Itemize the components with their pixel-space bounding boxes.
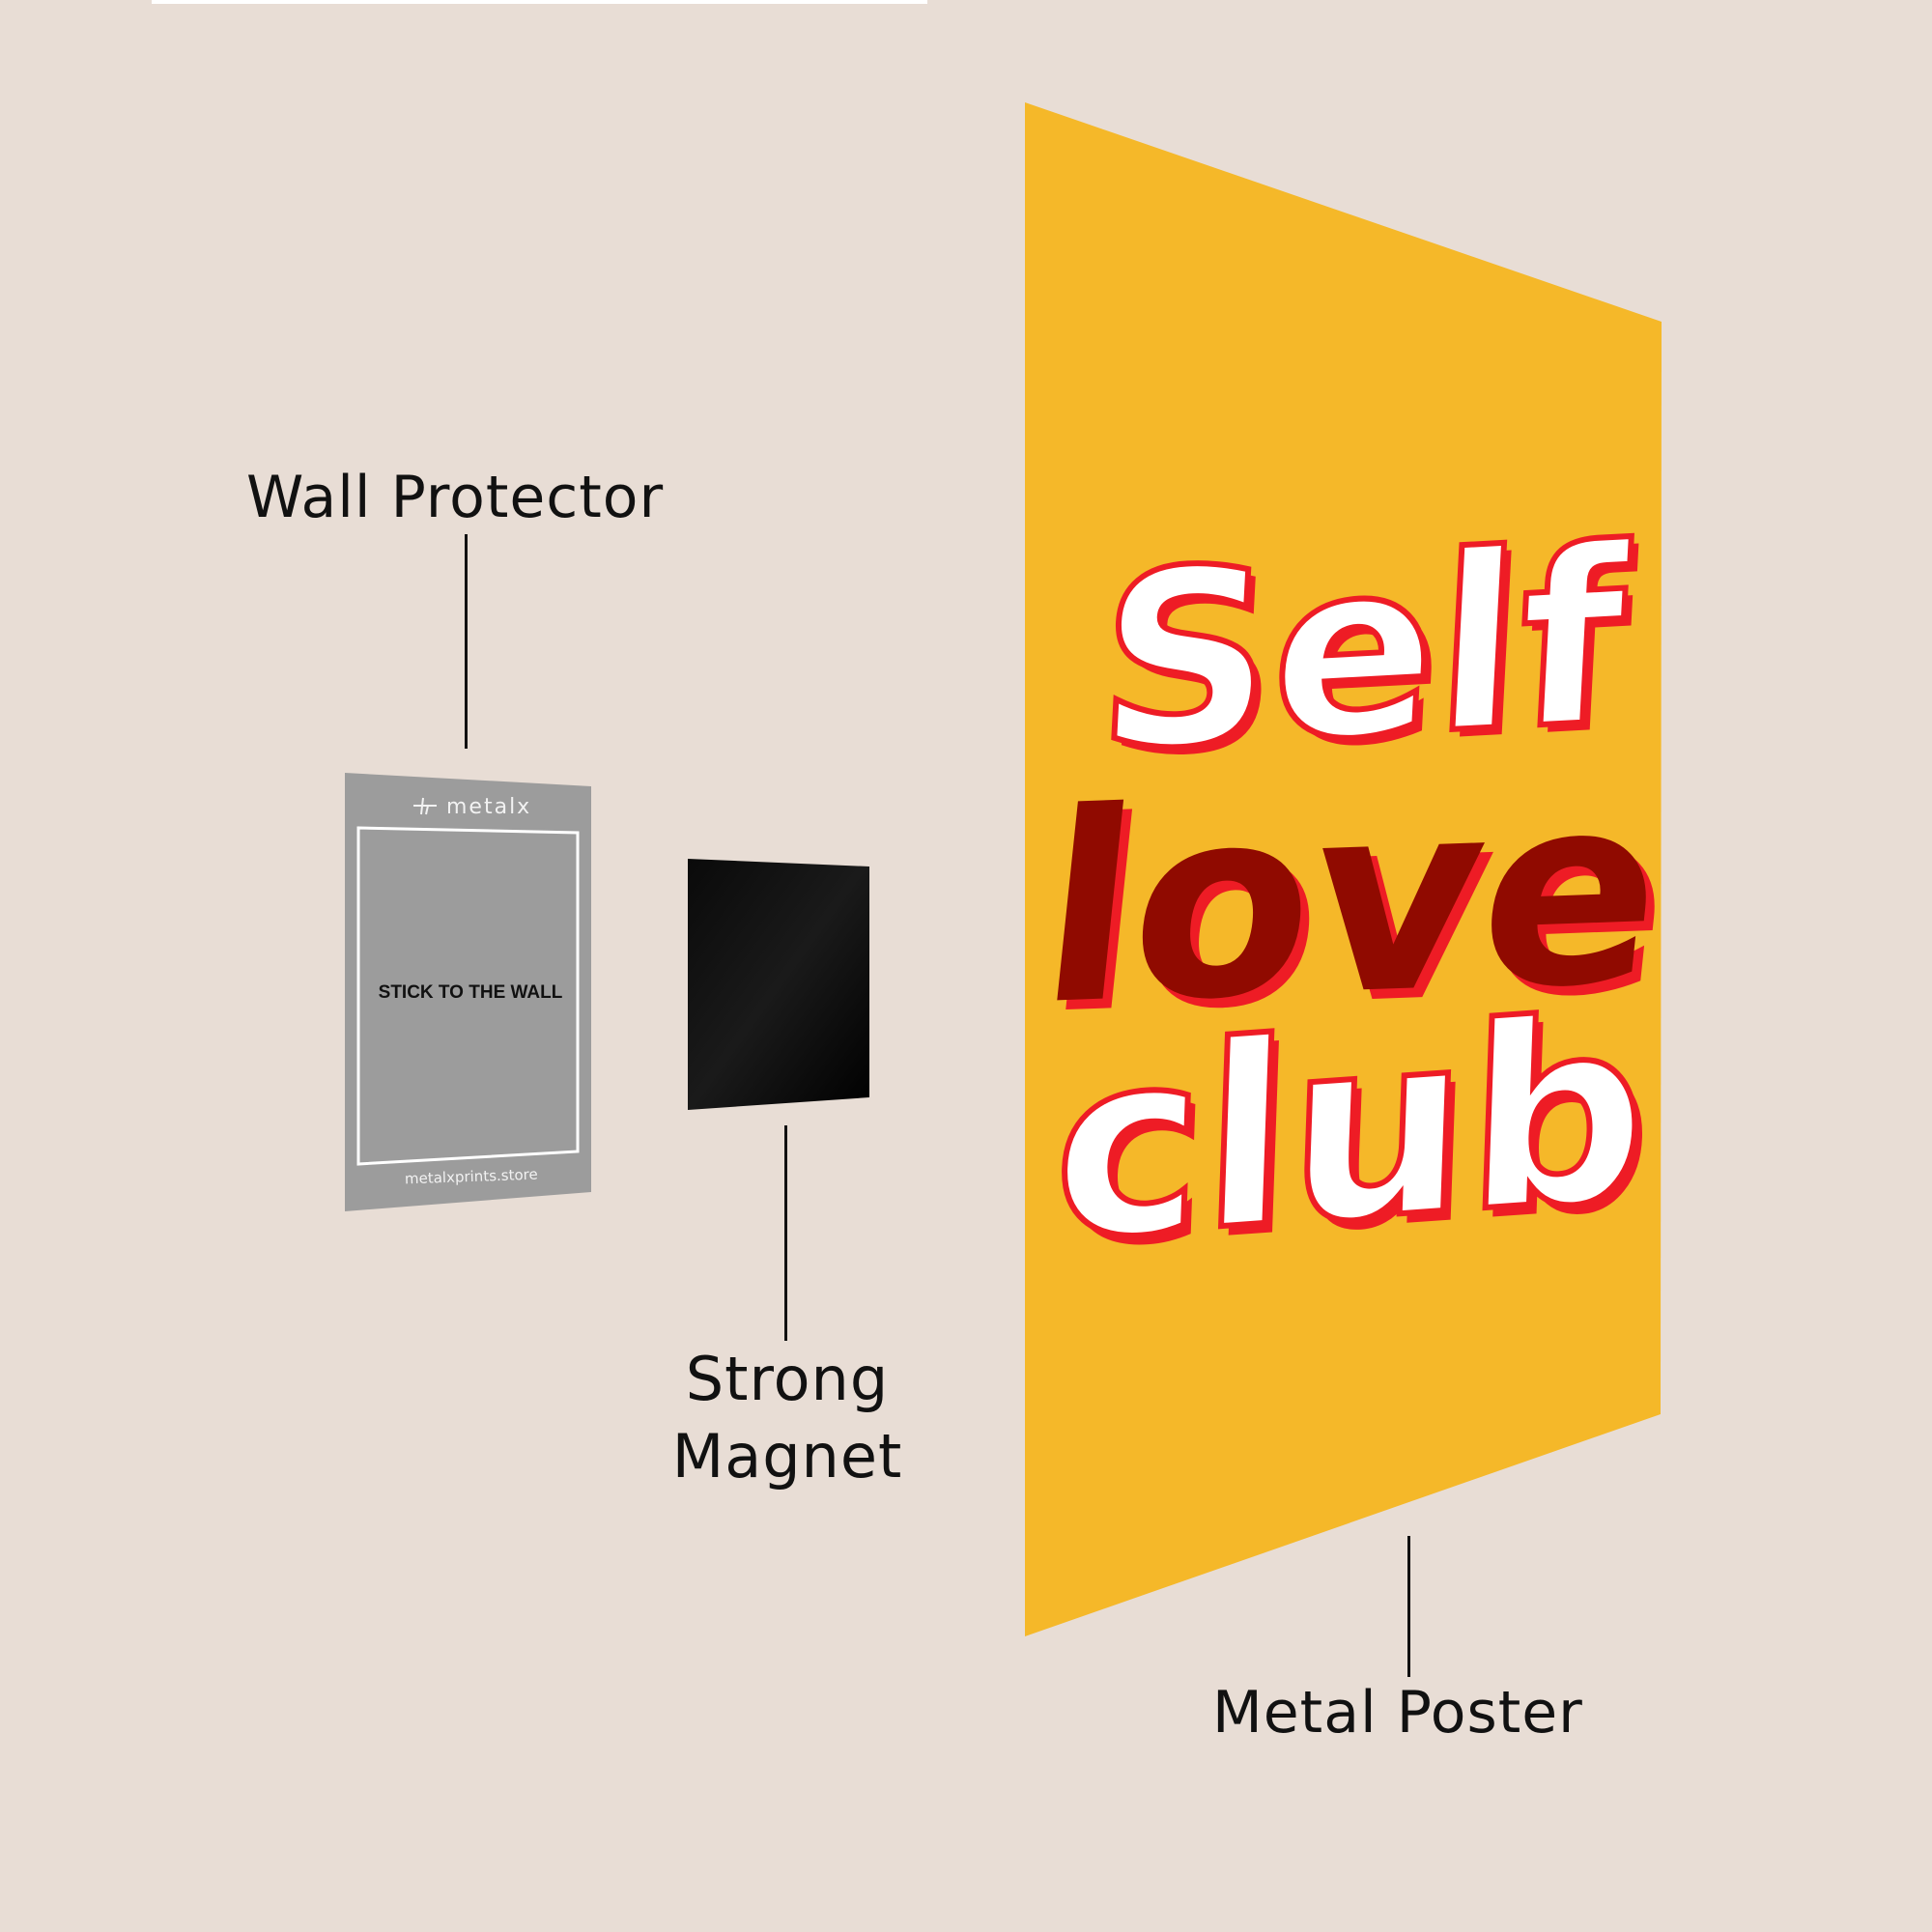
- svg-text:club: club: [1049, 963, 1652, 1298]
- wall-protector-instruction: STICK TO THE WALL: [379, 982, 563, 1003]
- wall-protector-border: [356, 826, 580, 1166]
- poster-word-love: love love: [1029, 736, 1685, 1072]
- metal-poster: Self Self love love club club: [1025, 102, 1685, 1636]
- leader-line-wall-protector: [465, 534, 468, 749]
- label-strong-magnet-line2: Magnet: [671, 1421, 903, 1492]
- strong-magnet: [688, 859, 869, 1110]
- wall-protector-brand: metalx: [446, 795, 531, 819]
- wall-protector-website: metalxprints.store: [405, 1166, 538, 1188]
- label-strong-magnet-line1: Strong: [685, 1344, 890, 1414]
- label-metal-poster: Metal Poster: [1212, 1679, 1583, 1747]
- poster-word-club: club club: [1046, 960, 1660, 1308]
- label-strong-magnet: Strong Magnet: [657, 1341, 918, 1495]
- leader-line-metal-poster: [1407, 1536, 1410, 1677]
- leader-line-strong-magnet: [784, 1125, 787, 1341]
- svg-text:Self: Self: [1092, 496, 1634, 806]
- svg-text:love: love: [1029, 736, 1676, 1063]
- svg-text:love: love: [1037, 746, 1685, 1072]
- poster-word-self: Self Self: [1089, 493, 1642, 813]
- label-wall-protector: Wall Protector: [246, 464, 665, 531]
- top-edge-strip: [152, 0, 927, 4]
- metalx-logo-icon: [413, 797, 437, 815]
- poster-background: [1025, 102, 1662, 1636]
- svg-text:Self: Self: [1099, 503, 1642, 813]
- wall-protector: metalx STICK TO THE WALL metalxprints.st…: [345, 773, 591, 1211]
- svg-text:club: club: [1057, 973, 1660, 1308]
- wall-protector-plate: [345, 773, 591, 1211]
